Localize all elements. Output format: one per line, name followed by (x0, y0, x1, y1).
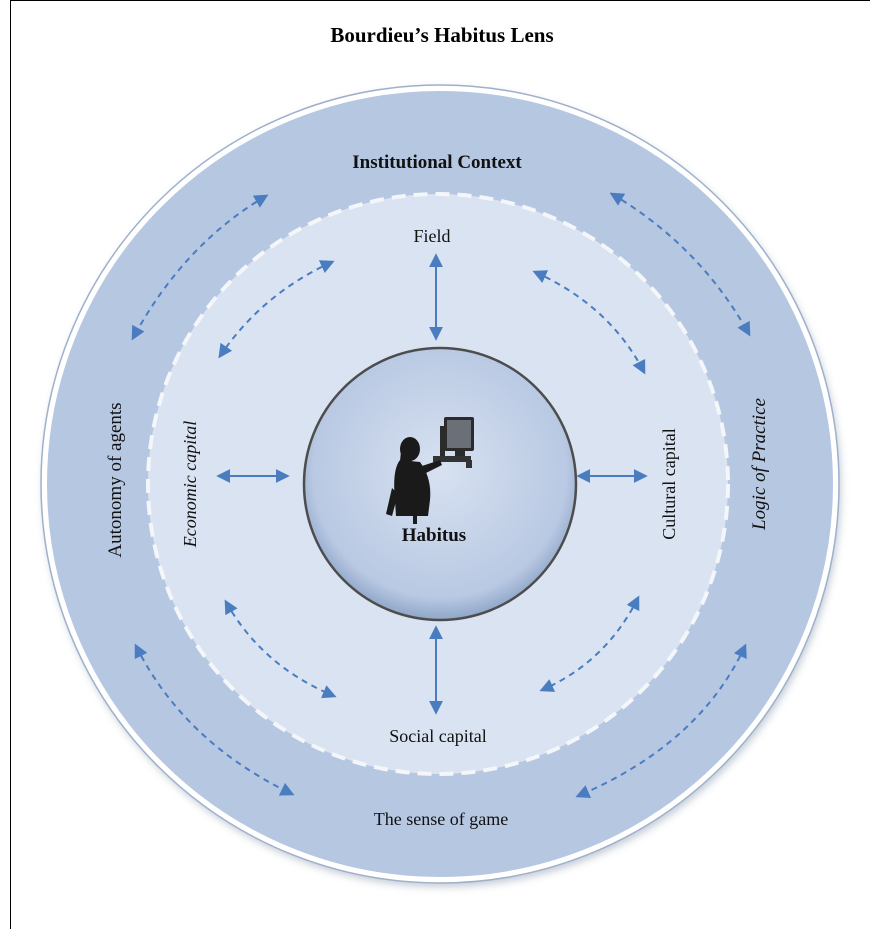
institutional-autonomy-arrow (131, 194, 269, 341)
economic-capital-label: Economic capital (180, 421, 200, 548)
institutional-logic-arrow (609, 192, 751, 337)
habitus-label: Habitus (402, 525, 466, 546)
institutional-context-label: Institutional Context (352, 152, 522, 173)
logic-game-arrow (575, 643, 747, 799)
inner-arrows (216, 253, 648, 715)
field-label: Field (413, 226, 450, 246)
autonomy-of-agents-label: Autonomy of agents (105, 402, 126, 557)
outer-ring-edge (40, 84, 840, 884)
page-frame (10, 0, 870, 929)
person-at-computer-icon (386, 417, 474, 524)
diagram-title: Bourdieu’s Habitus Lens (330, 23, 553, 47)
logic-of-practice-label: Logic of Practice (749, 398, 770, 531)
outer-dashed-arrows (131, 192, 751, 799)
habitus-center-circle (302, 346, 578, 622)
sense-of-game-label: The sense of game (374, 809, 508, 829)
field-cultural-arrow (532, 270, 646, 375)
social-capital-label: Social capital (389, 726, 486, 746)
autonomy-game-arrow (134, 643, 295, 796)
cultural-capital-label: Cultural capital (659, 428, 679, 539)
